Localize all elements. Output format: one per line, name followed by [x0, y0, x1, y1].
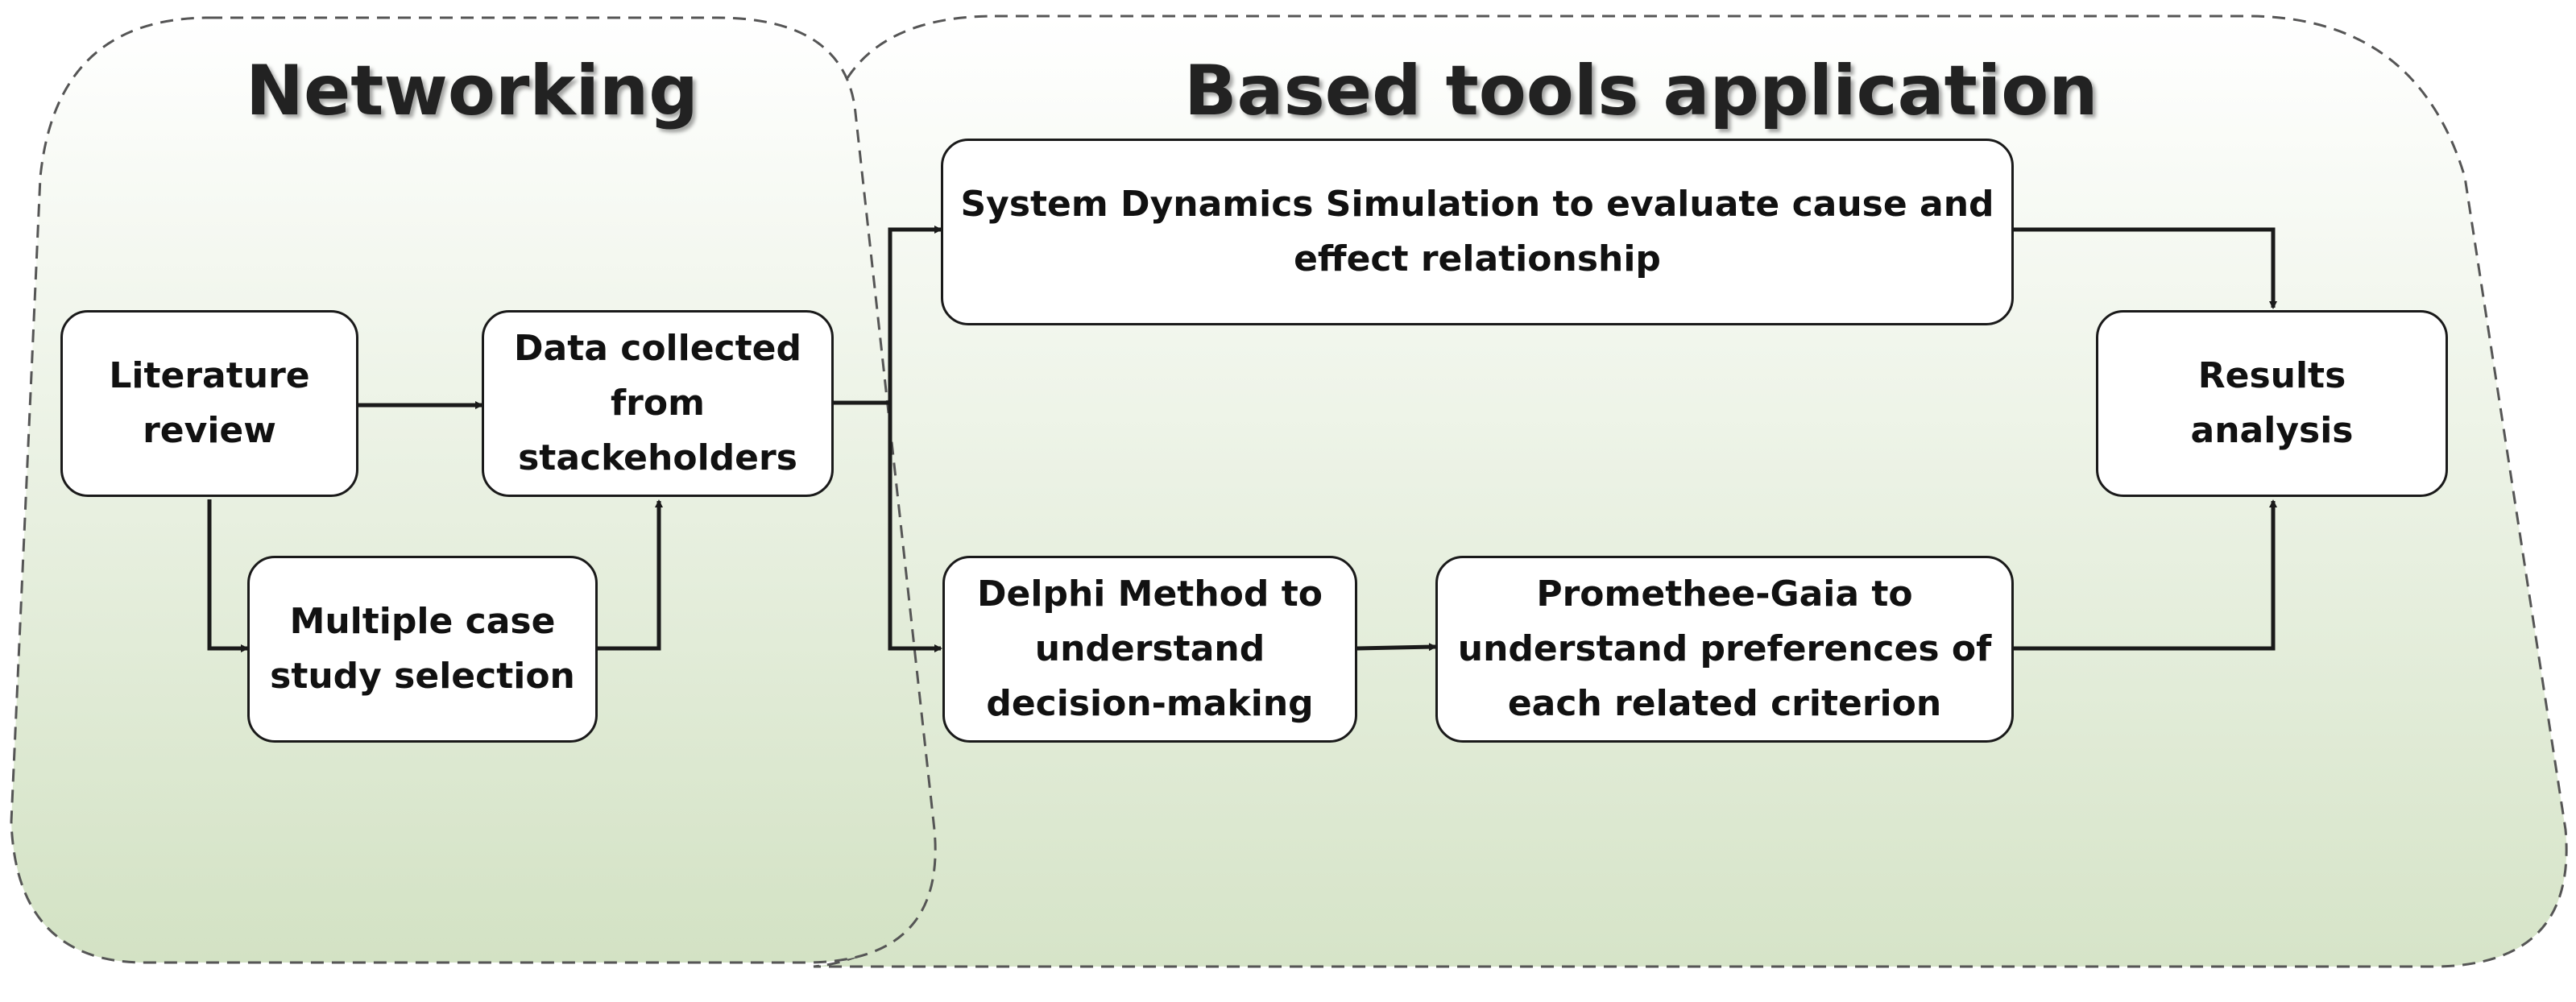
- literature-review-label: Literature review: [109, 355, 310, 451]
- delphi-label: Delphi Method to understand decision-mak…: [977, 573, 1323, 724]
- case-study-node: Multiple case study selection: [247, 556, 598, 743]
- system-dynamics-node: System Dynamics Simulation to evaluate c…: [941, 139, 2014, 325]
- tools-title: Based tools application: [1184, 51, 2098, 131]
- arrow-casestudy-to-data: [598, 499, 663, 651]
- arrow-systemdynamics-to-results: [2014, 227, 2277, 309]
- results-label: Results analysis: [2190, 355, 2354, 451]
- arrow-data-to-systemdynamics: [834, 226, 942, 405]
- system-dynamics-label: System Dynamics Simulation to evaluate c…: [960, 184, 1994, 279]
- networking-region: [10, 16, 937, 964]
- networking-title: Networking: [246, 51, 698, 131]
- delphi-node: Delphi Method to understand decision-mak…: [942, 556, 1357, 743]
- data-collected-node: Data collected from stackeholders: [482, 310, 834, 497]
- literature-review-node: Literature review: [60, 310, 358, 497]
- case-study-label: Multiple case study selection: [270, 601, 575, 697]
- arrow-data-to-delphi: [888, 403, 942, 652]
- arrow-literature-to-casestudy: [207, 499, 249, 652]
- promethee-label: Promethee-Gaia to understand preferences…: [1457, 573, 1992, 724]
- promethee-node: Promethee-Gaia to understand preferences…: [1435, 556, 2014, 743]
- data-collected-label: Data collected from stackeholders: [513, 328, 802, 478]
- arrow-promethee-to-results: [2014, 499, 2277, 651]
- results-node: Results analysis: [2096, 310, 2448, 497]
- arrow-delphi-to-promethee: [1356, 643, 1437, 652]
